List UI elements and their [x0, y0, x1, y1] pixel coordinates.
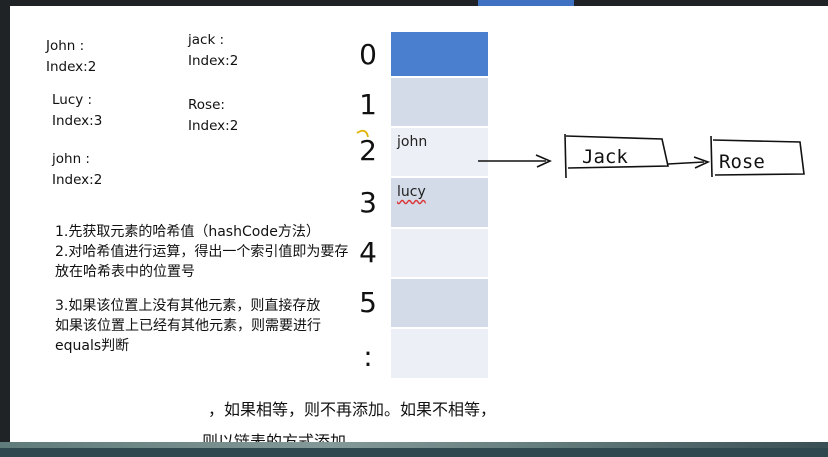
step-tail-line-1: ，如果相等，则不再添加。如果不相等，	[208, 400, 497, 419]
index-label-1: 1	[359, 88, 377, 121]
index-label-3: 3	[359, 186, 377, 219]
bucket-6	[391, 329, 488, 378]
index-label-0: 0	[359, 38, 377, 71]
step-2: 2.对哈希值进行运算，得出一个索引值即为要存放在哈希表中的位置号	[55, 244, 349, 280]
step-1: 1.先获取元素的哈希值（hashCode方法）	[55, 224, 320, 240]
top-accent-bar	[478, 0, 574, 6]
index-label-2: 2	[359, 134, 377, 167]
label-john-upper: John :Index:2	[46, 38, 97, 75]
bucket-3: lucy	[391, 178, 488, 229]
bucket-0	[391, 32, 488, 78]
bottom-strip	[0, 442, 828, 457]
bucket-1	[391, 78, 488, 128]
bucket-5	[391, 279, 488, 329]
index-label-5: 5	[359, 286, 377, 319]
algorithm-steps: 1.先获取元素的哈希值（hashCode方法） 2.对哈希值进行运算，得出一个索…	[55, 222, 355, 356]
bucket-2: john	[391, 128, 488, 178]
step-3: 3.如果该位置上没有其他元素，则直接存放	[55, 298, 321, 314]
label-john-lower: john :Index:2	[52, 151, 103, 188]
label-rose: Rose:Index:2	[188, 97, 239, 134]
label-lucy: Lucy :Index:3	[52, 92, 103, 129]
step-4: 如果该位置上已经有其他元素，则需要进行equals判断	[55, 318, 321, 354]
index-label-4: 4	[359, 236, 377, 269]
bucket-4	[391, 229, 488, 279]
index-label-6: :	[363, 340, 373, 373]
label-jack: jack :Index:2	[188, 32, 239, 69]
